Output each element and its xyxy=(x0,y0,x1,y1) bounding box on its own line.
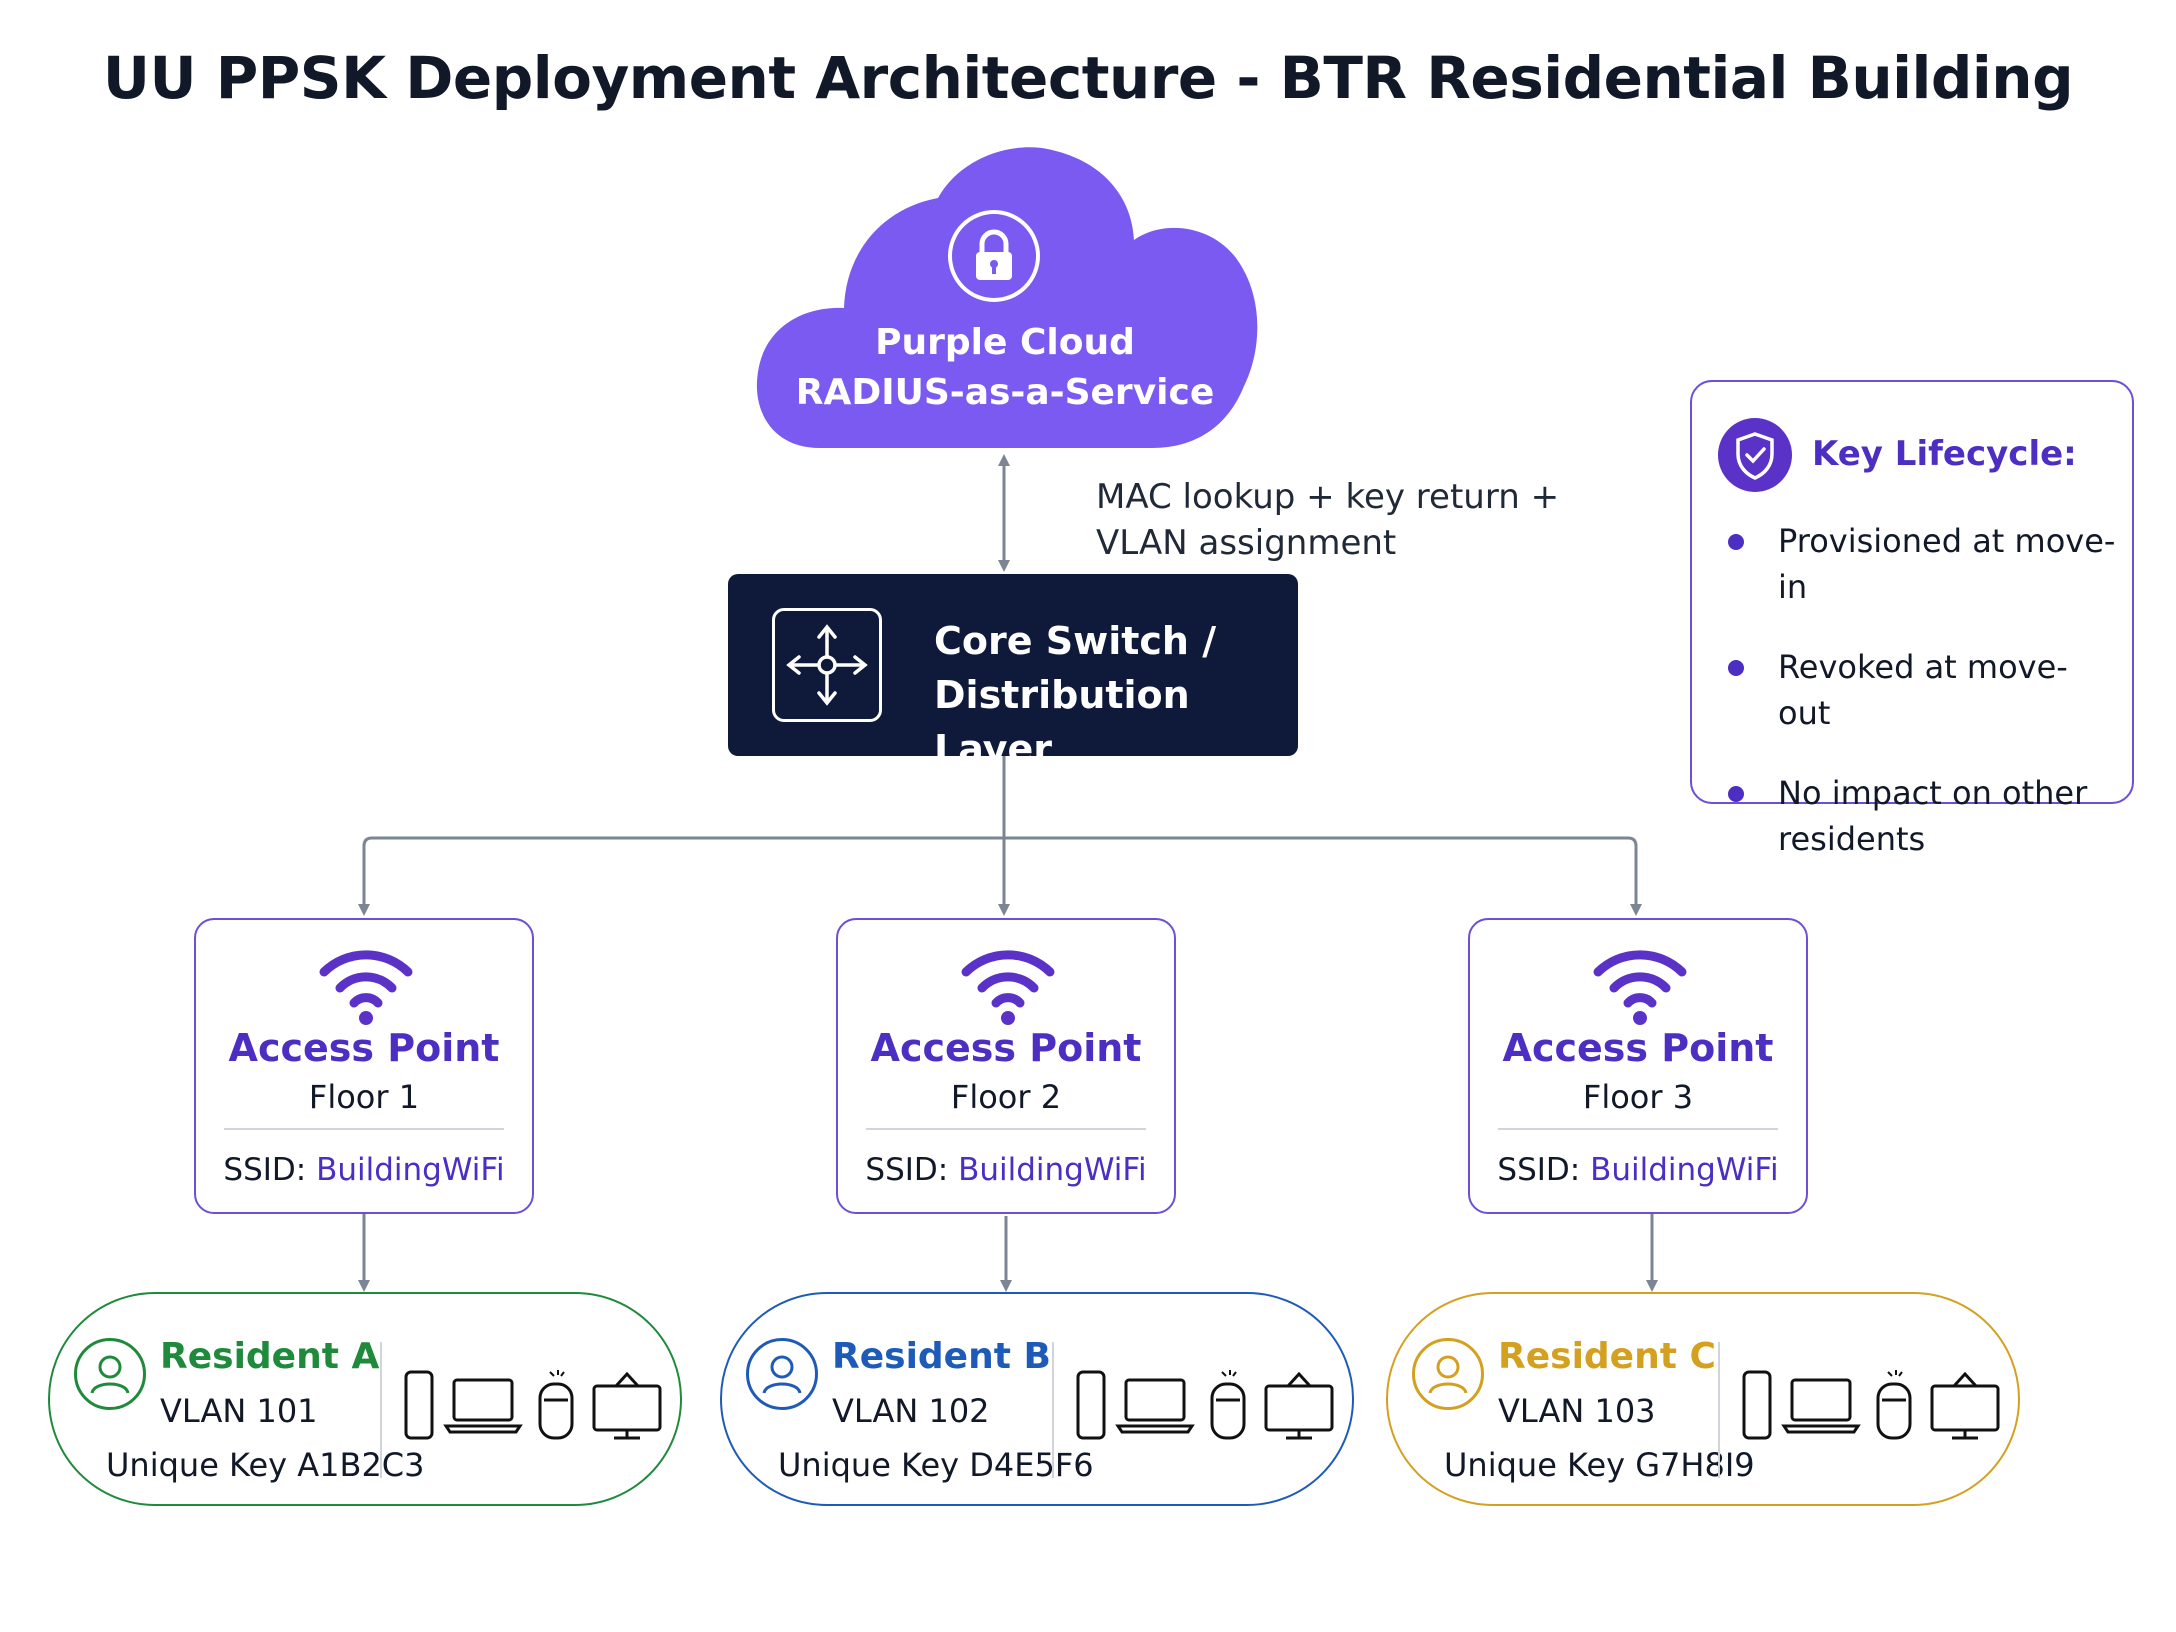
tv-icon xyxy=(1930,1371,2000,1440)
device-icons xyxy=(1742,1370,2000,1440)
resident-vlan: VLAN 103 xyxy=(1498,1392,1656,1430)
shield-check-icon xyxy=(1718,418,1792,492)
cloud-title: Purple Cloud xyxy=(875,322,1135,363)
resident-c-card: Resident C VLAN 103 Unique Key G7H8I9 xyxy=(1386,1292,2020,1506)
smartphone-icon xyxy=(1076,1370,1106,1440)
resident-vlan: VLAN 102 xyxy=(832,1392,990,1430)
smart-speaker-icon xyxy=(1210,1370,1246,1440)
resident-name: Resident A xyxy=(160,1336,380,1377)
ap1-branch-line xyxy=(358,836,1004,916)
device-icons xyxy=(404,1370,662,1440)
resident-name: Resident B xyxy=(832,1336,1051,1377)
resident-key: Unique Key A1B2C3 xyxy=(106,1446,425,1484)
tv-icon xyxy=(592,1371,662,1440)
resident-key: Unique Key G7H8I9 xyxy=(1444,1446,1755,1484)
resident-key: Unique Key D4E5F6 xyxy=(778,1446,1094,1484)
lock-icon xyxy=(948,210,1040,302)
ap3-branch-line xyxy=(1004,836,1642,916)
access-point-floor-3: Access Point Floor 3 SSID: BuildingWiFi xyxy=(1468,918,1808,1214)
wifi-icon xyxy=(961,950,1055,1025)
device-icons xyxy=(1076,1370,1334,1440)
diagram-title: UU PPSK Deployment Architecture - BTR Re… xyxy=(102,44,2074,112)
access-point-floor-2: Access Point Floor 2 SSID: BuildingWiFi xyxy=(836,918,1176,1214)
tv-icon xyxy=(1264,1371,1334,1440)
smart-speaker-icon xyxy=(538,1370,574,1440)
resident-a-card: Resident A VLAN 101 Unique Key A1B2C3 xyxy=(48,1292,682,1506)
laptop-icon xyxy=(1115,1378,1195,1434)
edge-label: MAC lookup + key return + VLAN assignmen… xyxy=(1096,477,1560,563)
resident-name: Resident C xyxy=(1498,1336,1716,1377)
wifi-icon xyxy=(319,950,413,1025)
core-switch-node: Core Switch / Distribution Layer xyxy=(728,574,1298,771)
smartphone-icon xyxy=(1742,1370,1772,1440)
list-item: Provisioned at move-in xyxy=(1728,518,2118,610)
ssid-value: BuildingWiFi xyxy=(958,1152,1147,1188)
resident-vlan: VLAN 101 xyxy=(160,1392,318,1430)
smart-speaker-icon xyxy=(1876,1370,1912,1440)
key-lifecycle-panel: Key Lifecycle: Provisioned at move-in Re… xyxy=(1690,380,2134,858)
smartphone-icon xyxy=(404,1370,434,1440)
wifi-icon xyxy=(1593,950,1687,1025)
ssid-value: BuildingWiFi xyxy=(1590,1152,1779,1188)
core-switch-label: Core Switch / Distribution Layer xyxy=(934,619,1217,771)
access-point-floor-1: Access Point Floor 1 SSID: BuildingWiFi xyxy=(194,918,534,1214)
resident-b-card: Resident B VLAN 102 Unique Key D4E5F6 xyxy=(720,1292,1354,1506)
key-lifecycle-heading: Key Lifecycle: xyxy=(1812,434,2077,474)
laptop-icon xyxy=(443,1378,523,1434)
list-item: Revoked at move-out xyxy=(1728,644,2118,736)
cloud-subtitle: RADIUS-as-a-Service xyxy=(795,372,1215,413)
network-switch-icon xyxy=(772,608,882,722)
laptop-icon xyxy=(1781,1378,1861,1434)
list-item: No impact on other residents xyxy=(1728,770,2118,862)
key-lifecycle-list: Provisioned at move-in Revoked at move-o… xyxy=(1728,518,2118,896)
user-icon xyxy=(74,1338,146,1410)
user-icon xyxy=(746,1338,818,1410)
user-icon xyxy=(1412,1338,1484,1410)
ssid-value: BuildingWiFi xyxy=(316,1152,505,1188)
